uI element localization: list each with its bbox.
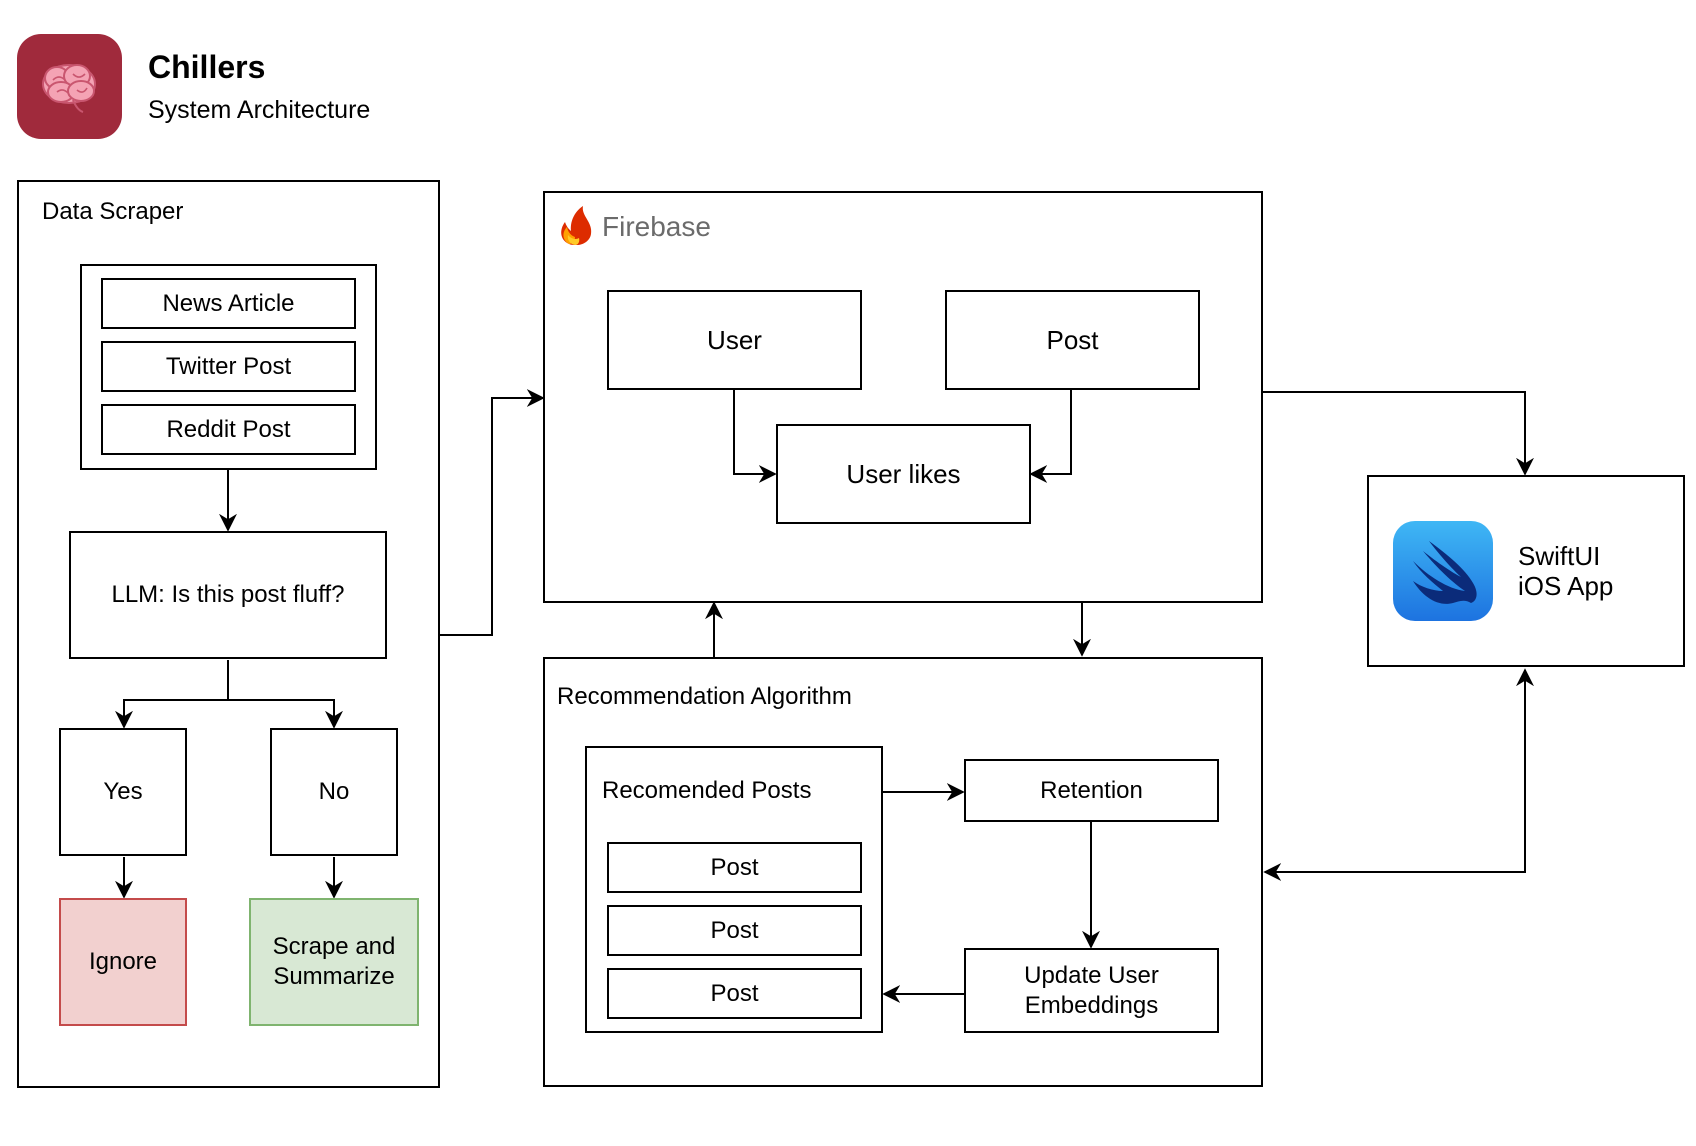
scrape-summarize-node: Scrape and Summarize [249,898,419,1026]
llm-fluff-question: LLM: Is this post fluff? [69,531,387,659]
update-label-line1: Update User [1024,961,1159,989]
arrow-firebase-to-ios [1262,391,1534,476]
firebase-post-node: Post [945,290,1200,390]
data-scraper-container [17,180,440,1088]
firebase-user-node: User [607,290,862,390]
arrow-llm-to-yes [115,660,229,729]
scrape-label-line2: Summarize [273,963,395,990]
swift-icon [1393,521,1493,621]
yes-node: Yes [59,728,187,856]
ios-label-line2: iOS App [1518,571,1614,601]
update-embeddings-node: Update User Embeddings [964,948,1219,1033]
firebase-title: Firebase [602,211,711,242]
arrow-scraper-to-firebase [440,389,545,636]
update-label-line2: Embeddings [1024,991,1159,1019]
arrow-ios-rec-bidirectional [1263,668,1534,881]
app-logo [17,34,122,139]
recommended-post-1: Post [607,842,862,893]
app-name: Chillers [148,49,266,85]
arrow-user-to-likes [733,390,777,483]
brain-icon [42,64,96,113]
retention-node: Retention [964,759,1219,822]
source-reddit-post: Reddit Post [101,404,356,455]
source-news-article: News Article [101,278,356,329]
recommended-posts-title: Recomended Posts [602,777,812,804]
recommendation-container [543,657,1263,1087]
source-twitter-post: Twitter Post [101,341,356,392]
ios-label-line1: SwiftUI [1518,541,1601,571]
recommended-post-2: Post [607,905,862,956]
arrow-post-to-likes [1029,390,1072,483]
recommendation-title: Recommendation Algorithm [557,683,852,710]
sources-group [80,264,377,470]
recommended-post-3: Post [607,968,862,1019]
arrow-llm-to-no [228,699,343,729]
data-scraper-title: Data Scraper [42,198,184,225]
scrape-label-line1: Scrape and [272,933,396,960]
recommended-posts-group [585,746,883,1033]
app-subtitle: System Architecture [148,96,371,124]
firebase-flame-icon [559,204,595,246]
firebase-container [543,191,1263,603]
no-node: No [270,728,398,856]
firebase-user-likes-node: User likes [776,424,1031,524]
ignore-node: Ignore [59,898,187,1026]
